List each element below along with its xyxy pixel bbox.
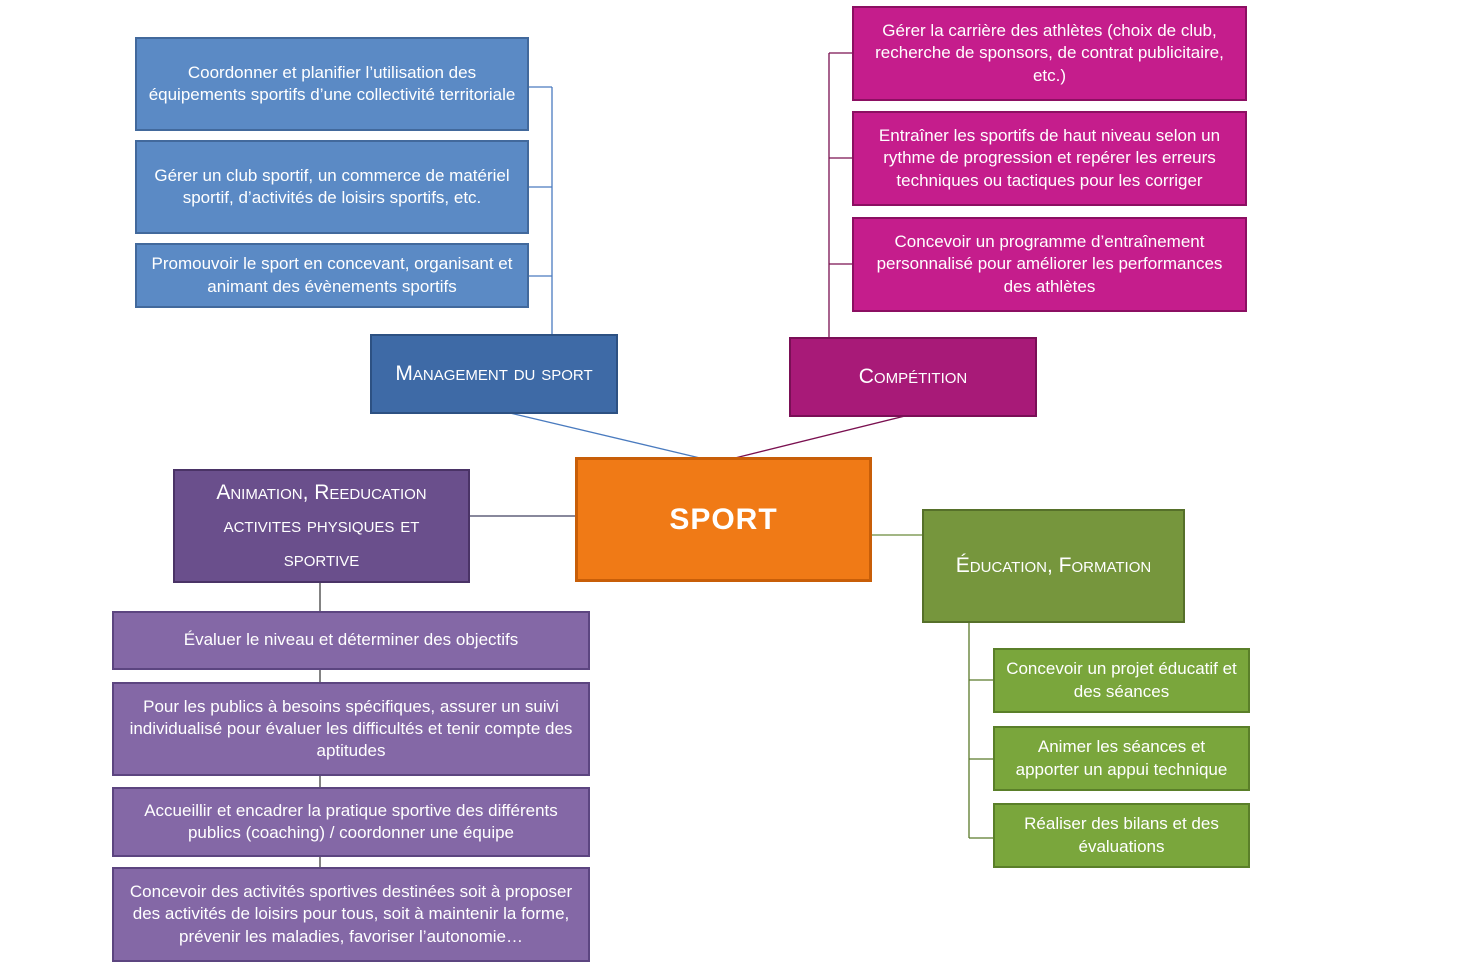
animation-item-2: Pour les publics à besoins spécifiques, … bbox=[112, 682, 590, 776]
competition-category: Compétition bbox=[789, 337, 1037, 417]
education-category: Éducation, Formation bbox=[922, 509, 1185, 623]
sport-center-node: SPORT bbox=[575, 457, 872, 582]
competition-item-1: Gérer la carrière des athlètes (choix de… bbox=[852, 6, 1247, 101]
animation-category: Animation, Reeducation activites physiqu… bbox=[173, 469, 470, 583]
education-item-1: Concevoir un projet éducatif et des séan… bbox=[993, 648, 1250, 713]
competition-item-2: Entraîner les sportifs de haut niveau se… bbox=[852, 111, 1247, 206]
management-bracket bbox=[528, 86, 553, 334]
education-item-3: Réaliser des bilans et des évaluations bbox=[993, 803, 1250, 868]
link-center-management bbox=[509, 412, 701, 459]
link-center-competition bbox=[734, 415, 906, 459]
education-item-2: Animer les séances et apporter un appui … bbox=[993, 726, 1250, 791]
animation-item-1: Évaluer le niveau et déterminer des obje… bbox=[112, 611, 590, 670]
animation-item-3: Accueillir et encadrer la pratique sport… bbox=[112, 787, 590, 857]
management-category: Management du sport bbox=[370, 334, 618, 414]
management-item-2: Gérer un club sportif, un commerce de ma… bbox=[135, 140, 529, 234]
management-item-3: Promouvoir le sport en concevant, organi… bbox=[135, 243, 529, 308]
education-bracket bbox=[968, 622, 993, 839]
animation-item-4: Concevoir des activités sportives destin… bbox=[112, 867, 590, 962]
competition-bracket bbox=[828, 52, 853, 337]
management-item-1: Coordonner et planifier l’utilisation de… bbox=[135, 37, 529, 131]
competition-item-3: Concevoir un programme d’entraînement pe… bbox=[852, 217, 1247, 312]
